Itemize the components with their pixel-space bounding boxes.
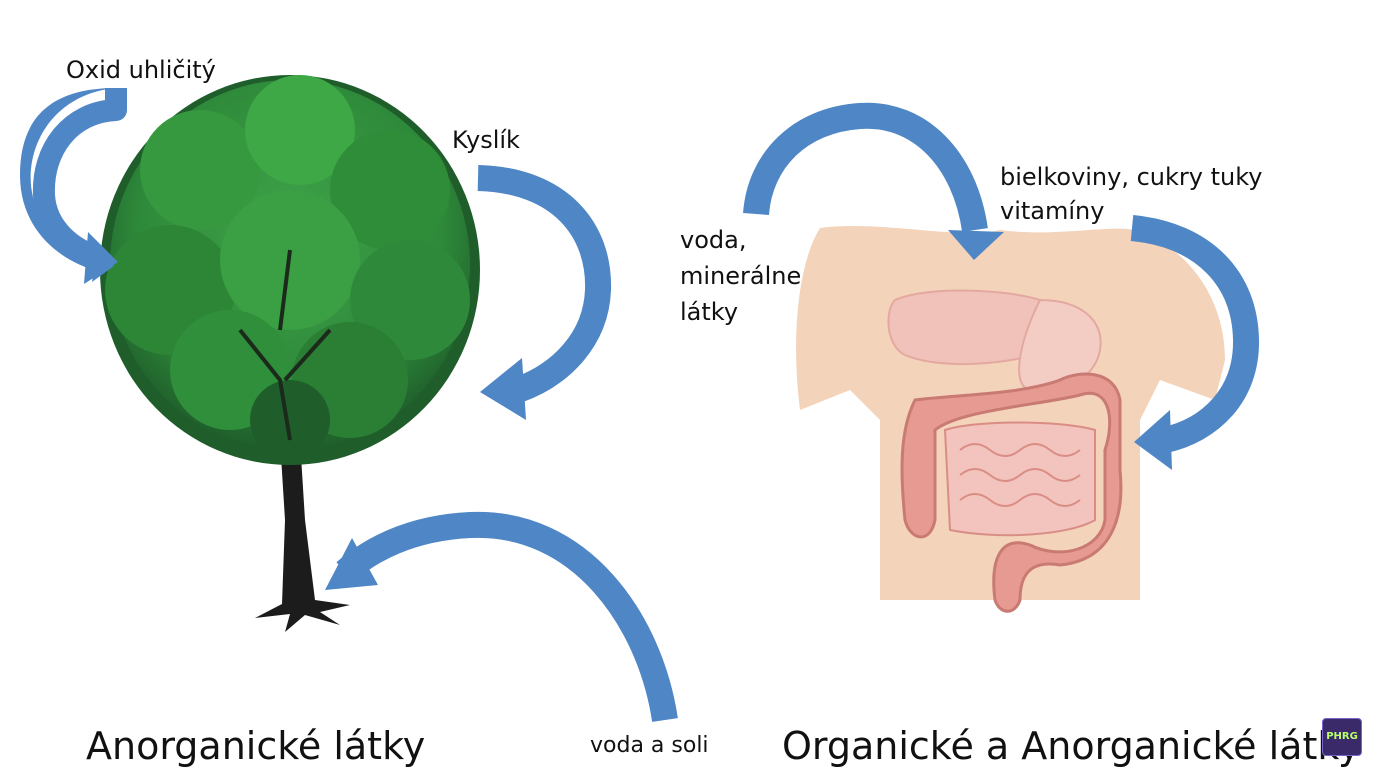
label-water-minerals: voda, minerálne látky xyxy=(680,226,802,326)
label-nutrients: bielkoviny, cukry tuky vitamíny xyxy=(1000,163,1263,225)
arrow-water-to-roots xyxy=(325,511,678,722)
tree-illustration xyxy=(100,75,480,632)
tree-trunk xyxy=(255,440,350,632)
label-oxygen: Kyslík xyxy=(452,126,520,154)
arrow-water-to-body xyxy=(743,102,1004,260)
channel-logo: PHRG xyxy=(1322,718,1362,756)
small-intestine xyxy=(943,421,1096,537)
arrow-oxygen-from-tree xyxy=(477,165,612,420)
label-water-salts: voda a soli xyxy=(590,733,709,758)
human-torso-illustration xyxy=(796,226,1225,613)
arrow-co2-to-tree xyxy=(20,88,127,284)
caption-inorganic: Anorganické látky xyxy=(86,724,426,768)
arrow-nutrients-from-body xyxy=(1130,215,1260,470)
tree-foliage xyxy=(100,75,480,465)
large-intestine xyxy=(900,372,1123,613)
caption-organic-inorganic: Organické a Anorganické látky xyxy=(782,724,1361,768)
label-carbon-dioxide: Oxid uhličitý xyxy=(66,56,216,84)
